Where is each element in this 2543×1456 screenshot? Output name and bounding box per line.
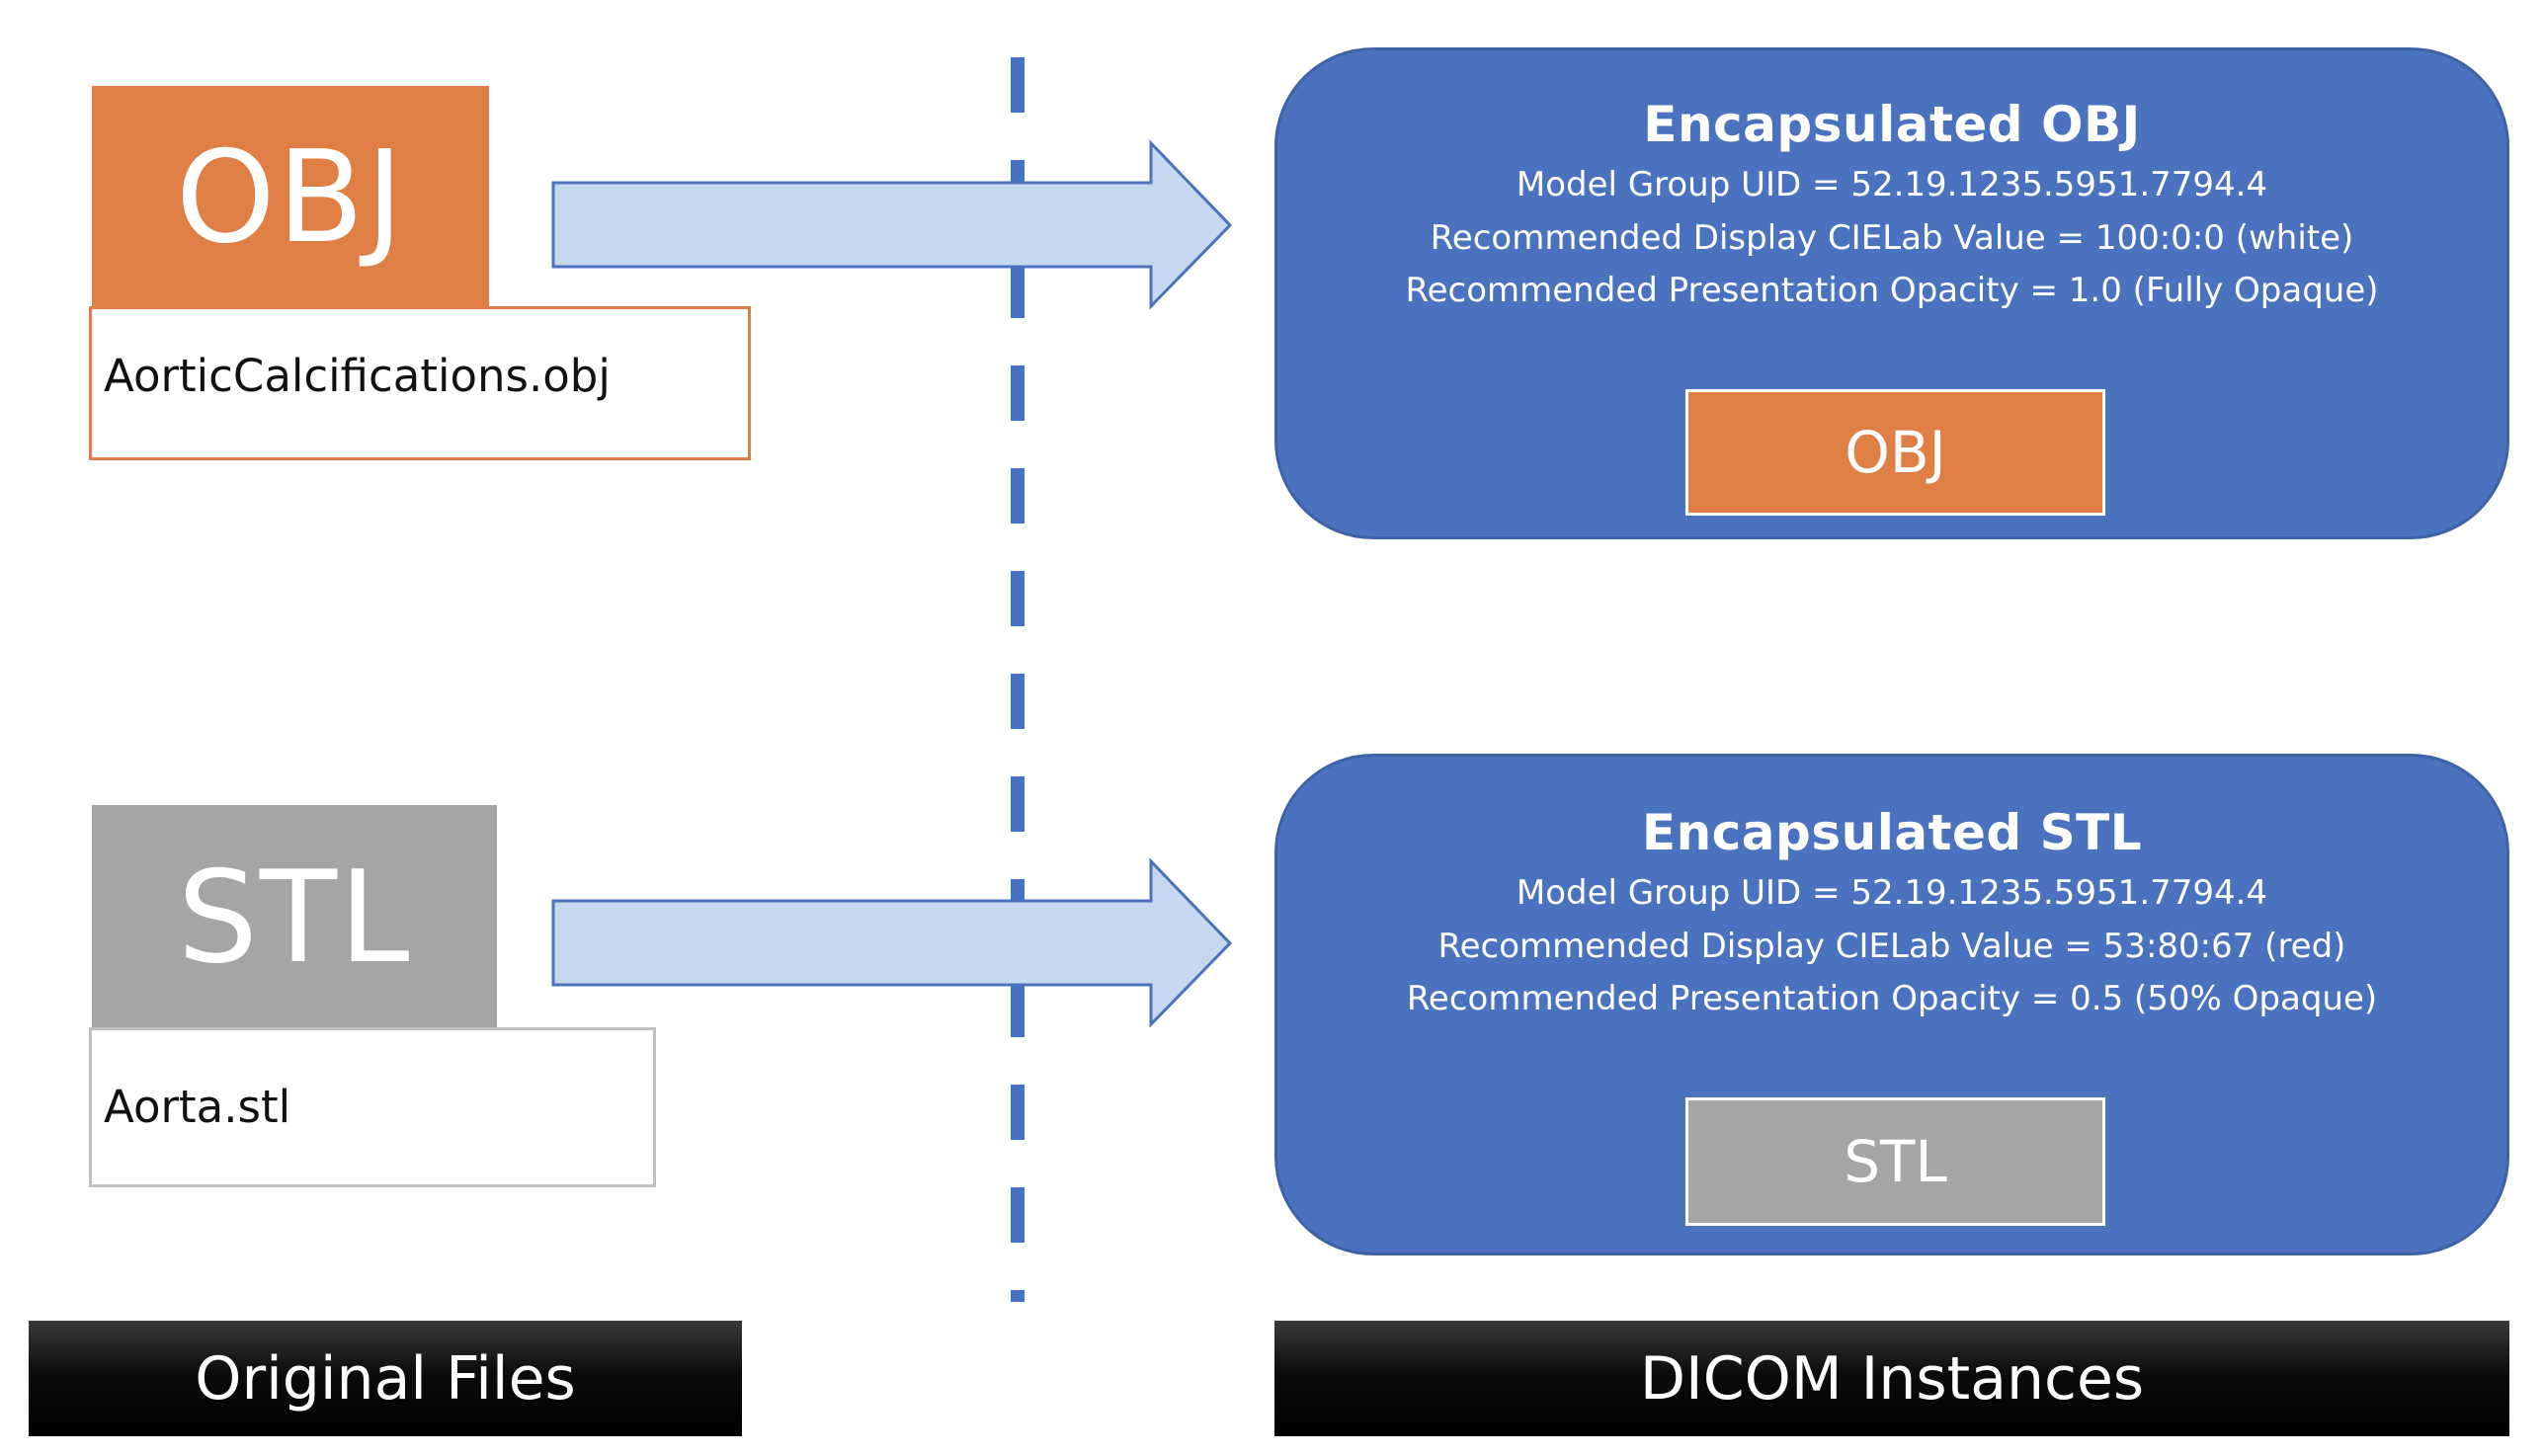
- obj-model-group-uid: Model Group UID = 52.19.1235.5951.7794.4: [1516, 165, 2268, 204]
- dicom-instances-header: DICOM Instances: [1274, 1321, 2509, 1436]
- stl-encapsulated-chip: STL: [1685, 1097, 2105, 1226]
- stl-display-cielab-value: Recommended Display CIELab Value = 53:80…: [1437, 927, 2346, 966]
- obj-encapsulated-chip: OBJ: [1685, 389, 2105, 516]
- obj-filename: AorticCalcifications.obj: [104, 350, 611, 402]
- stl-filename-box: Aorta.stl: [89, 1027, 656, 1187]
- stl-file-icon-label: STL: [177, 844, 412, 992]
- obj-presentation-opacity: Recommended Presentation Opacity = 1.0 (…: [1405, 271, 2379, 310]
- encapsulated-obj-instance: Encapsulated OBJ Model Group UID = 52.19…: [1274, 47, 2509, 539]
- obj-display-cielab-value: Recommended Display CIELab Value = 100:0…: [1430, 218, 2354, 258]
- stl-model-group-uid: Model Group UID = 52.19.1235.5951.7794.4: [1516, 873, 2268, 913]
- obj-chip-label: OBJ: [1845, 419, 1946, 486]
- original-files-label: Original Files: [195, 1343, 576, 1414]
- dicom-instances-label: DICOM Instances: [1639, 1343, 2145, 1414]
- obj-file-icon: OBJ: [92, 86, 489, 309]
- obj-file-icon-label: OBJ: [175, 123, 406, 272]
- obj-conversion-arrow: [551, 139, 1233, 310]
- stl-file-icon: STL: [92, 805, 497, 1030]
- stl-chip-label: STL: [1844, 1128, 1947, 1195]
- encapsulated-stl-title: Encapsulated STL: [1641, 804, 2143, 861]
- stl-filename: Aorta.stl: [104, 1081, 291, 1133]
- encapsulated-stl-instance: Encapsulated STL Model Group UID = 52.19…: [1274, 754, 2509, 1255]
- obj-filename-box: AorticCalcifications.obj: [89, 306, 751, 460]
- stl-presentation-opacity: Recommended Presentation Opacity = 0.5 (…: [1406, 979, 2378, 1018]
- stl-conversion-arrow: [551, 857, 1233, 1028]
- original-files-header: Original Files: [29, 1321, 742, 1436]
- encapsulated-obj-title: Encapsulated OBJ: [1643, 96, 2141, 153]
